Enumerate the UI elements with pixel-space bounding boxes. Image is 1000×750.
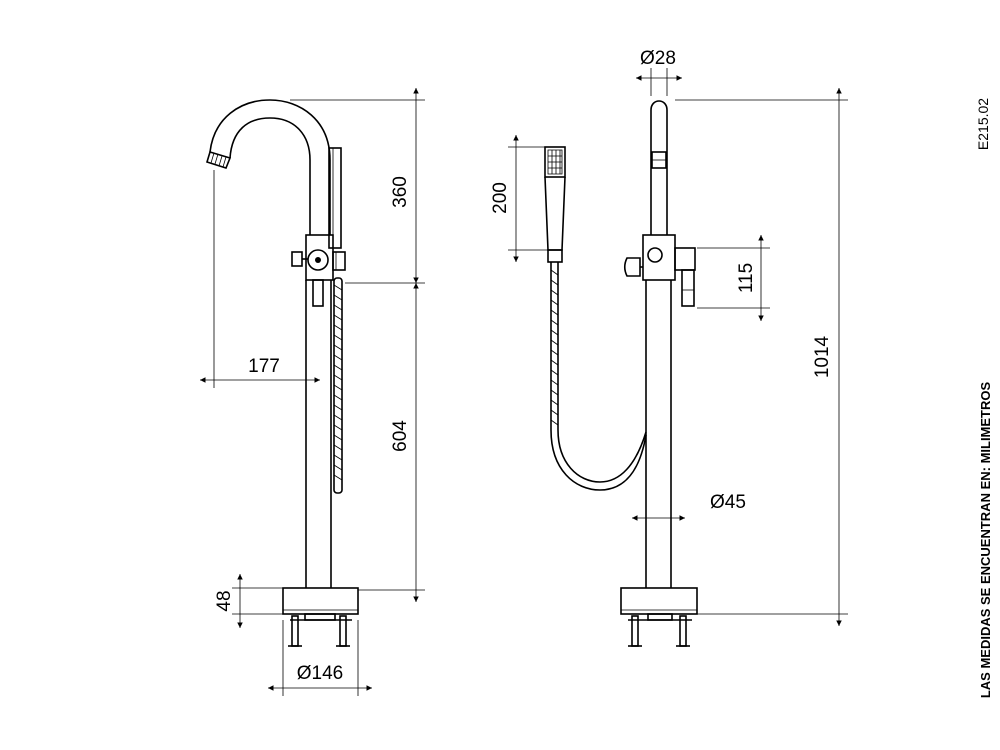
mixer-dial [307,249,329,271]
spout-gooseneck [209,99,331,235]
front-view: 360 604 177 48 Ø146 [200,88,425,696]
dim-mixer-height-label: 115 [736,263,757,293]
dim-spout-height [290,88,425,284]
side-shower-hose [550,262,647,491]
dim-base-height [232,574,283,628]
top-rod [650,100,668,235]
side-lever [681,269,695,307]
dim-body-height-label: 604 [390,420,411,452]
mounting-feet [288,613,352,647]
dim-column-diameter-label: Ø45 [710,492,746,513]
dim-handshower-length-label: 200 [490,182,511,214]
dim-total-height-label: 1014 [812,335,833,378]
dim-base-height-label: 48 [214,590,235,611]
side-diverter-knob [623,257,641,277]
diverter-knob [291,251,303,267]
dim-total-height [675,88,848,626]
dim-base-diameter [268,620,372,696]
side-view: Ø28 200 115 1014 Ø45 [490,48,848,647]
side-mounting-feet [628,613,692,647]
dim-base-diameter-label: Ø146 [297,663,343,684]
spout-tip [206,151,232,169]
shower-hose [333,277,343,494]
dim-top-diameter-label: Ø28 [640,48,676,69]
hand-shower [544,146,566,263]
mixer-lever [312,279,324,307]
dim-top-diameter [636,68,682,96]
dim-body-height [358,283,425,602]
dim-spout-reach [200,170,320,388]
dim-handshower-length [508,135,548,262]
dim-mixer-height [697,235,770,321]
dim-spout-reach-label: 177 [248,356,280,377]
drawing-code: E215.02 [975,98,991,150]
dim-spout-height-label: 360 [390,176,411,208]
units-note: LAS MEDIDAS SE ENCUENTRAN EN: MILIMETROS [978,382,993,699]
handshower-holder [328,147,342,249]
